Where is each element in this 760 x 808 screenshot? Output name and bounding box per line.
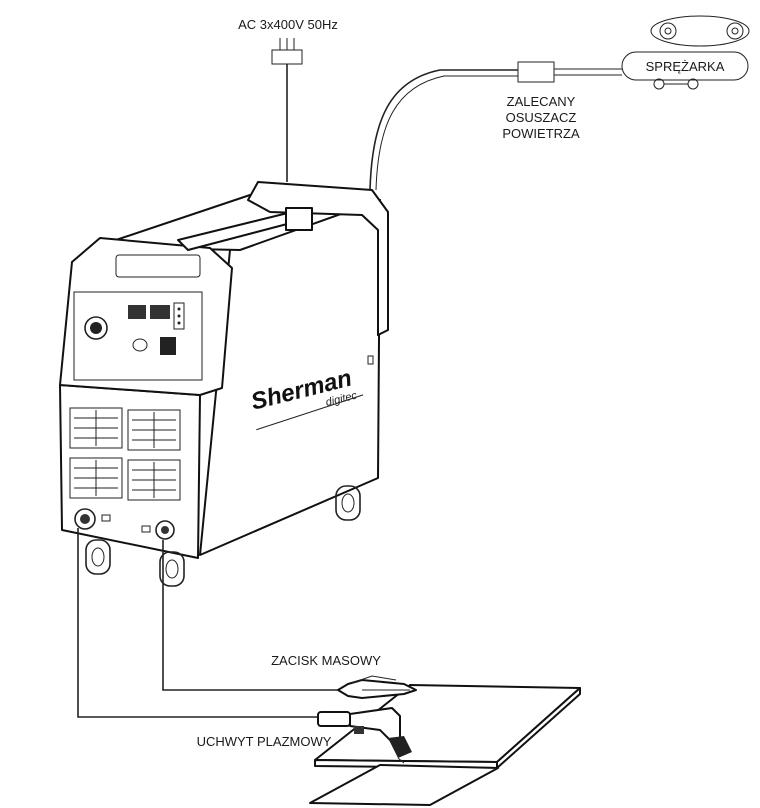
digital-display-left (128, 305, 146, 319)
plasma-torch-label: UCHWYT PLAZMOWY (197, 734, 332, 749)
digital-display-right (150, 305, 170, 319)
torch-socket-icon (74, 508, 96, 530)
compressor-icon (621, 15, 750, 90)
ground-clamp-label: ZACISK MASOWY (271, 653, 381, 668)
plasma-cutter-machine: Sherman digitec (59, 181, 389, 587)
workpiece-plates (309, 684, 581, 806)
ground-cable (162, 540, 344, 691)
ground-clamp-icon (337, 675, 417, 699)
dryer-label-line2: OSUSZACZ (506, 110, 577, 125)
plasma-torch-icon (317, 707, 412, 764)
wheels-icon (85, 485, 361, 587)
mode-button-icon (160, 337, 176, 355)
rear-frame (247, 181, 389, 336)
ground-socket-icon (155, 520, 175, 540)
carry-handle (115, 254, 201, 278)
ventilation-grilles (69, 407, 181, 501)
current-knob-icon (84, 316, 108, 340)
dryer-label-line1: ZALECANY (507, 94, 576, 109)
compressor-label: SPRĘŻARKA (646, 59, 725, 74)
control-panel (73, 291, 203, 381)
dryer-label-line3: POWIETRZA (502, 126, 580, 141)
torch-cable (77, 528, 322, 718)
power-supply-label: AC 3x400V 50Hz (238, 17, 338, 32)
air-hose (369, 69, 518, 191)
air-dryer-icon (517, 61, 555, 83)
power-plug (271, 38, 303, 182)
